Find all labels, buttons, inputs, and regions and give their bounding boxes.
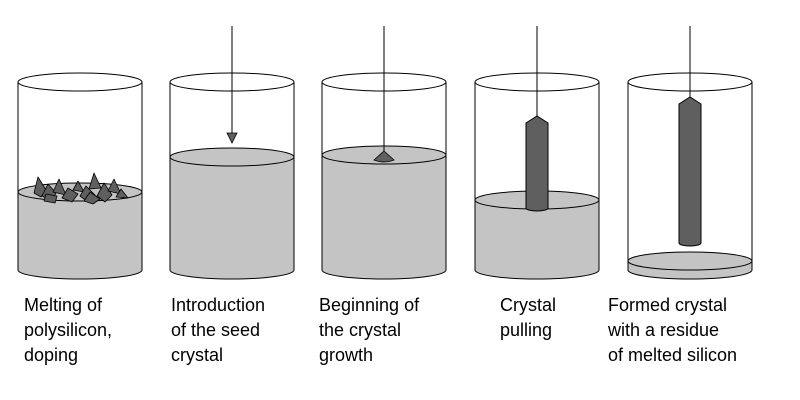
silicon-ingot [678, 96, 702, 247]
caption-melting: Melting of polysilicon, doping [24, 293, 112, 368]
caption-line: Beginning of [319, 295, 420, 315]
caption-pulling: Crystal pulling [500, 293, 556, 343]
caption-line: doping [24, 345, 79, 365]
silicon-melt [322, 155, 446, 279]
crucible-pulling [474, 26, 600, 280]
polysilicon-chunks [33, 172, 129, 205]
caption-line: with a residue [608, 320, 720, 340]
seed-crystal-tip [226, 132, 238, 144]
caption-line: Crystal [500, 295, 557, 315]
caption-line: growth [319, 345, 374, 365]
caption-line: pulling [500, 320, 553, 340]
caption-seed-introduction: Introduction of the seed crystal [171, 293, 265, 368]
caption-line: Introduction [171, 295, 266, 315]
crucible-seed-introduction [169, 26, 295, 280]
silicon-melt [475, 200, 599, 279]
silicon-melt [18, 192, 142, 279]
caption-formed: Formed crystal with a residue of melted … [608, 293, 737, 368]
crucible-growth-beginning [321, 26, 447, 280]
caption-line: of the seed [171, 320, 261, 340]
caption-line: of melted silicon [608, 345, 738, 365]
caption-growth-beginning: Beginning of the crystal growth [319, 293, 419, 368]
caption-line: Melting of [24, 295, 103, 315]
caption-line: crystal [171, 345, 224, 365]
silicon-ingot [525, 115, 549, 212]
caption-line: Formed crystal [608, 295, 728, 315]
residue-surface [627, 251, 753, 271]
crystal-nucleus [373, 150, 395, 163]
caption-line: the crystal [319, 320, 402, 340]
crucible-melting [17, 72, 143, 280]
caption-line: polysilicon, [24, 320, 113, 340]
silicon-melt [170, 157, 294, 279]
melt-surface [169, 147, 295, 167]
crucible-formed [627, 26, 753, 280]
